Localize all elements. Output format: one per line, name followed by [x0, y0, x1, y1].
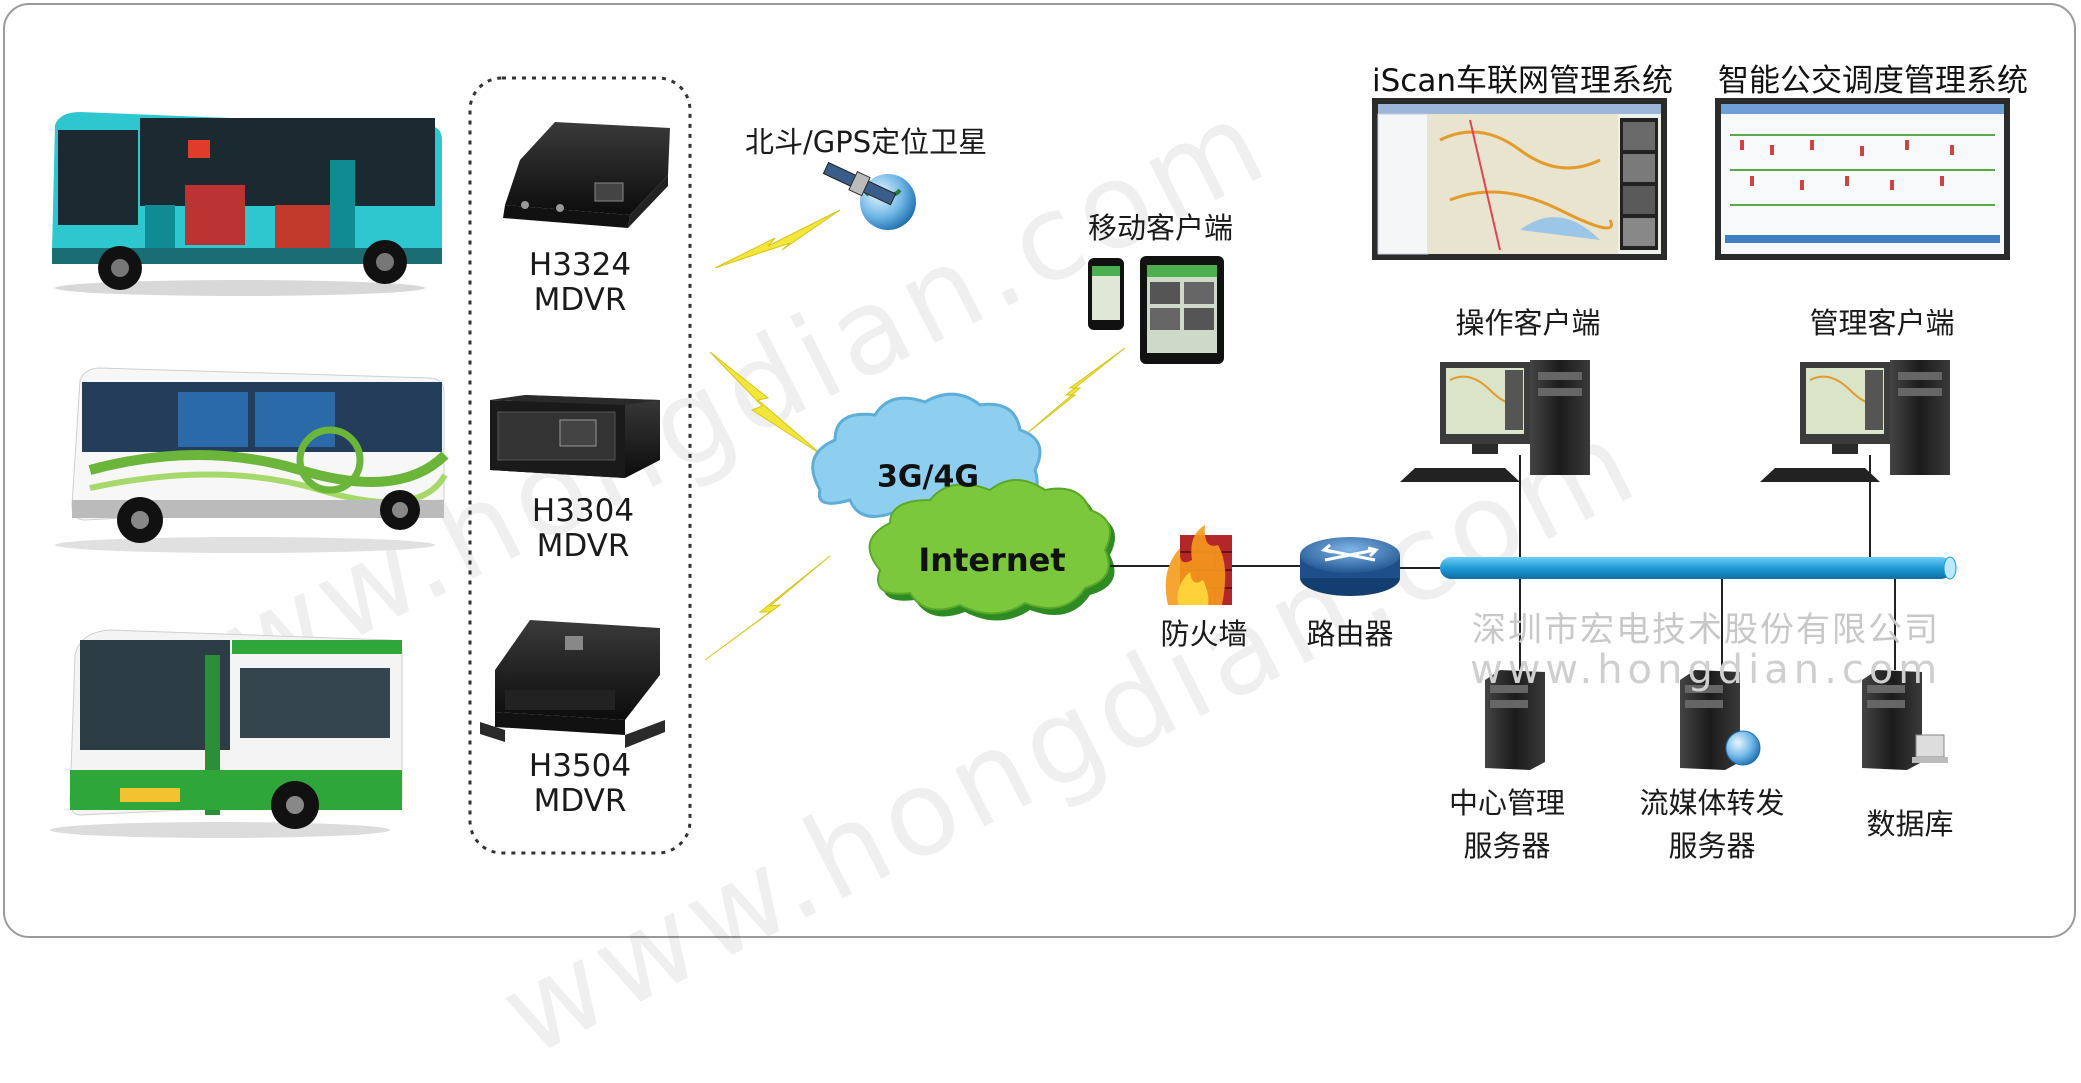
device-h3324-type: MDVR	[533, 282, 627, 318]
mdvr-h3504-device	[480, 620, 665, 748]
database-label: 数据库	[1866, 807, 1954, 841]
firewall-icon	[1165, 525, 1232, 605]
bus-liaz	[50, 629, 403, 838]
screen-dispatch	[1715, 98, 2010, 260]
mobile-devices	[1088, 256, 1224, 364]
screen-dispatch-title: 智能公交调度管理系统	[1718, 63, 2028, 99]
watermark-company: 深圳市宏电技术股份有限公司	[1472, 610, 1940, 650]
router-label: 路由器	[1306, 617, 1394, 651]
lightning-3g-bottom	[704, 555, 831, 661]
database-server-icon	[1862, 670, 1948, 770]
lightning-3g-top	[709, 351, 823, 456]
media-server-icon	[1680, 670, 1761, 770]
admin-pc-icon	[1760, 360, 1950, 482]
device-h3324-model: H3324	[528, 247, 632, 283]
mdvr-h3304-device	[490, 395, 660, 478]
network-diagram: www.hongdian.com www.hongdian.com	[3, 3, 2076, 1083]
mobile-client-label: 移动客户端	[1088, 211, 1234, 245]
firewall-label: 防火墙	[1160, 617, 1248, 651]
screen-iscan	[1372, 98, 1667, 260]
operator-pc-icon	[1400, 360, 1590, 482]
device-h3504-model: H3504	[528, 748, 632, 784]
center-server-label-2: 服务器	[1463, 829, 1551, 863]
satellite-icon	[822, 161, 916, 230]
cloud-internet	[868, 479, 1115, 621]
mdvr-h3324-device	[503, 122, 670, 228]
device-h3304-model: H3304	[531, 493, 635, 529]
cloud-internet-label: Internet	[918, 541, 1066, 579]
lightning-satellite	[714, 209, 841, 269]
lightning-mobile	[1024, 347, 1126, 436]
media-server-label-2: 服务器	[1668, 829, 1756, 863]
router-icon	[1300, 537, 1400, 596]
media-server-label-1: 流媒体转发	[1639, 786, 1785, 820]
center-server-label-1: 中心管理	[1448, 786, 1566, 820]
device-h3304-type: MDVR	[536, 528, 630, 564]
center-server-icon	[1485, 670, 1545, 770]
admin-client-label: 管理客户端	[1809, 306, 1955, 340]
diagram-graphics	[50, 76, 2010, 855]
watermark-url: www.hongdian.com	[1470, 647, 1943, 693]
device-group-border	[468, 76, 692, 855]
cloud-3g4g-label: 3G/4G	[877, 459, 979, 495]
operator-client-label: 操作客户端	[1455, 306, 1601, 340]
bus-white-green	[55, 367, 449, 553]
device-h3504-type: MDVR	[533, 783, 627, 819]
bus-teal	[52, 112, 442, 296]
satellite-label: 北斗/GPS定位卫星	[745, 125, 988, 159]
network-backbone	[1440, 556, 1957, 580]
screen-iscan-title: iScan车联网管理系统	[1372, 63, 1673, 99]
